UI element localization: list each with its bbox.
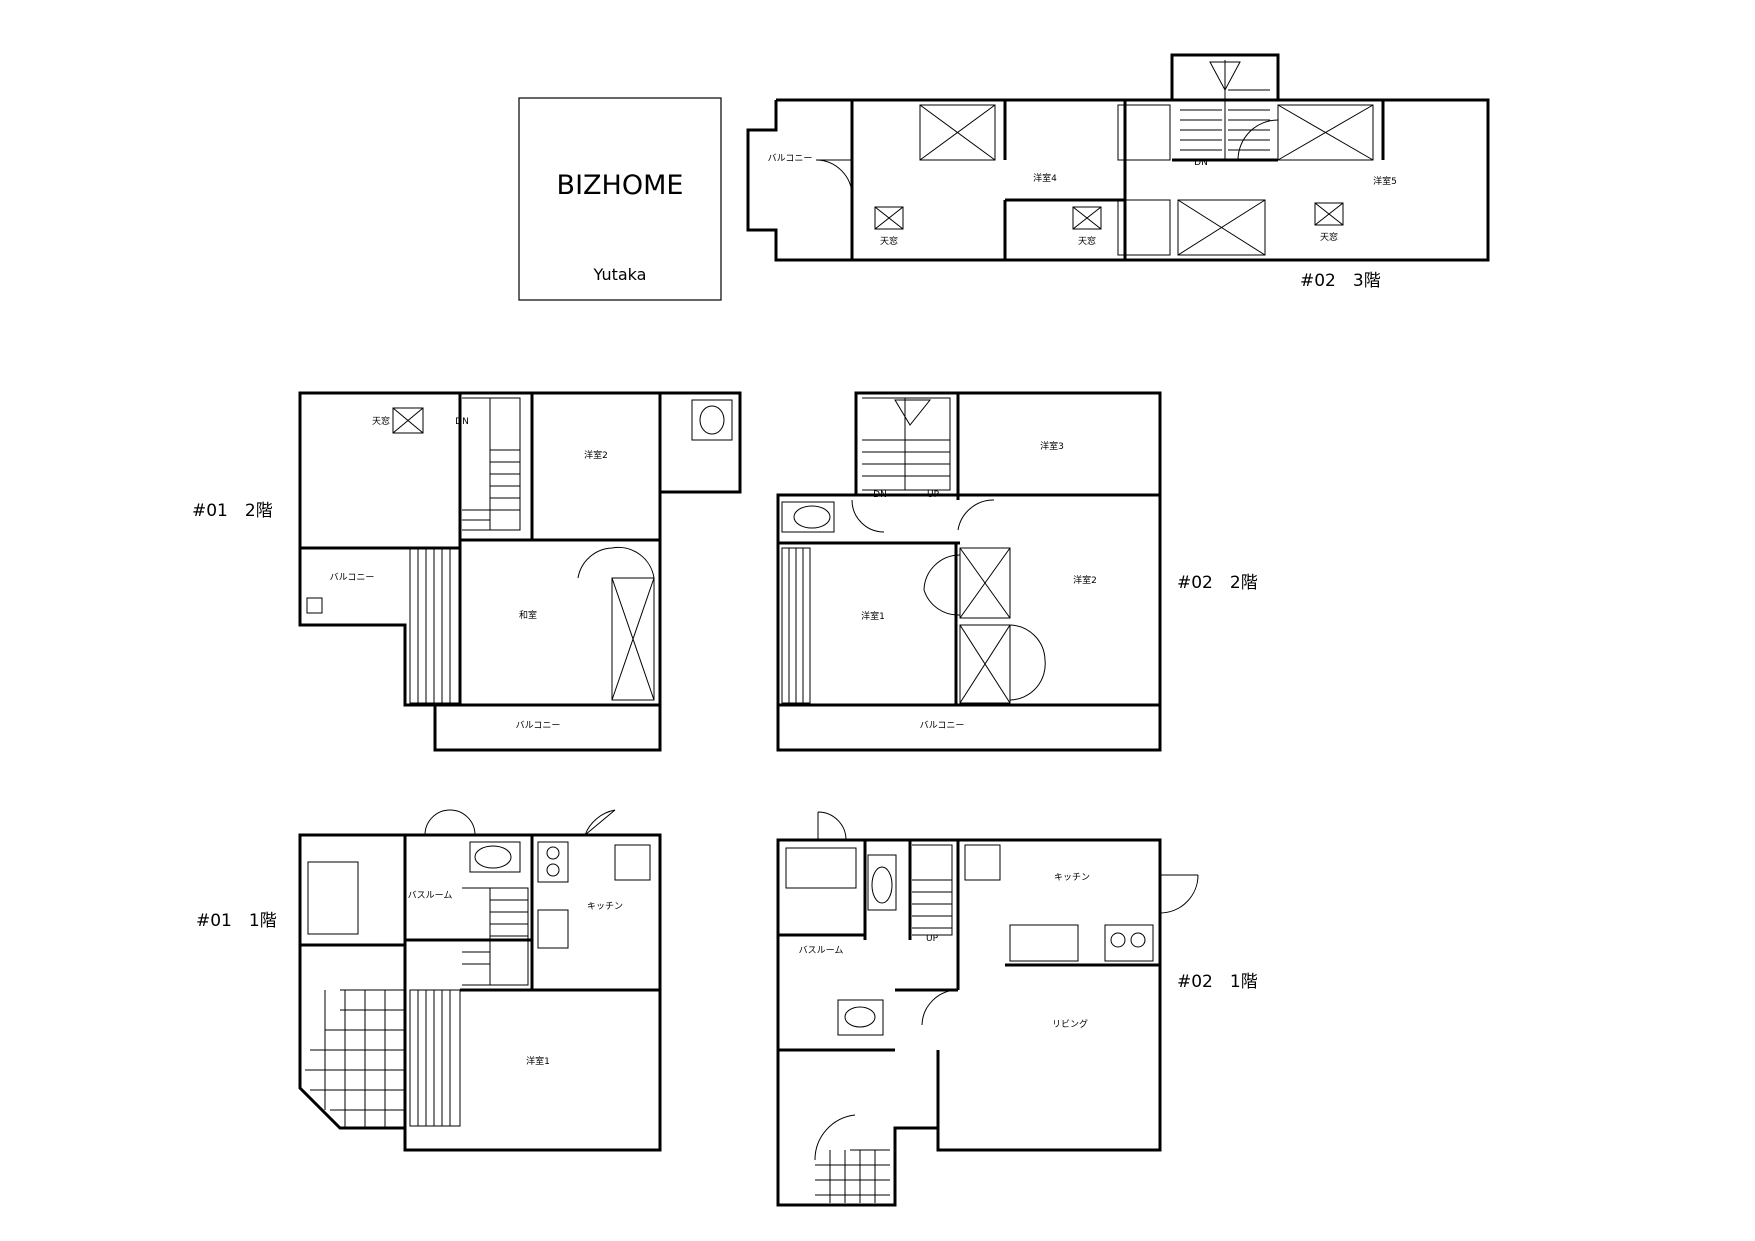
basin: [699, 405, 725, 435]
plan-01-1f: バスルーム キッチン 洋室1 #01 1階: [196, 809, 662, 1152]
floor-label: #02 1階: [1177, 972, 1258, 992]
stairs: [1180, 60, 1270, 160]
toilet: [781, 501, 835, 533]
burner: [546, 846, 560, 860]
sink: [537, 909, 569, 949]
room-label: 洋室2: [584, 449, 608, 461]
room-label: 和室: [519, 609, 537, 621]
room-label: バスルーム: [408, 890, 453, 901]
gas-stove: [537, 841, 569, 883]
balcony-wall: [746, 100, 852, 262]
closet: [923, 547, 1046, 704]
brand-text: BIZHOME: [557, 170, 684, 201]
room-label: 天窓: [880, 235, 898, 247]
sink: [691, 399, 733, 441]
door: [814, 811, 1199, 1161]
title-block-frame: [518, 97, 722, 301]
stairs: [912, 844, 953, 936]
floor-label: #02 3階: [1300, 271, 1381, 291]
room-label: リビング: [1052, 1018, 1088, 1030]
room-label: 天窓: [372, 415, 390, 427]
gas-stove: [1104, 924, 1154, 962]
stairs: [862, 397, 951, 491]
room-label: バルコニー: [920, 720, 965, 731]
toilet: [867, 854, 897, 911]
bathtub: [785, 847, 857, 889]
room-label: 洋室2: [1073, 574, 1097, 586]
room-label: 洋室1: [861, 610, 885, 622]
room-label: キッチン: [587, 901, 623, 912]
bathtub: [307, 861, 359, 935]
tile-grid: [815, 1149, 890, 1203]
skylight: [392, 407, 424, 434]
room-label: バスルーム: [799, 945, 844, 956]
room-label: 天窓: [1078, 235, 1096, 247]
toilet-bowl: [871, 866, 893, 904]
room-label: DN: [1194, 158, 1208, 168]
plan-02-2f: 洋室3 DN UP 洋室1 洋室2 バルコニー #02 2階: [776, 391, 1258, 752]
author-text: Yutaka: [593, 265, 647, 284]
closet: [577, 546, 655, 701]
drain: [306, 597, 323, 614]
title-block: BIZHOME Yutaka: [518, 97, 722, 301]
room-label: 洋室3: [1040, 440, 1064, 452]
burner: [1130, 932, 1146, 948]
stair-treads: [409, 547, 461, 704]
room-label: バルコニー: [516, 720, 561, 731]
door: [815, 119, 1279, 197]
door: [851, 499, 995, 533]
floor-label: #02 2階: [1177, 573, 1258, 593]
toilet-bowl: [474, 845, 512, 869]
door: [424, 809, 616, 836]
room-label: 洋室5: [1373, 175, 1397, 187]
outer-wall: [776, 391, 1162, 752]
room-label: DN: [873, 490, 887, 500]
tile-grid: [305, 989, 405, 1128]
floor-label: #01 2階: [192, 501, 273, 521]
outer-wall: [298, 833, 662, 1152]
fridge: [964, 844, 1001, 881]
floor-label: #01 1階: [196, 911, 277, 931]
fridge: [614, 844, 651, 881]
room-label: UP: [926, 934, 939, 944]
plan-02-1f: キッチン バスルーム UP リビング #02 1階: [776, 811, 1258, 1207]
toilet-bowl: [793, 505, 831, 529]
basin: [844, 1006, 876, 1028]
plan-02-3f: バルコニー 洋室4 洋室5 天窓 天窓 天窓 DN #02 3階: [746, 53, 1490, 291]
room-label: 天窓: [1320, 231, 1338, 243]
burner: [1110, 932, 1126, 948]
room-label: バルコニー: [330, 572, 375, 583]
room-label: DN: [455, 417, 469, 427]
room-label: バルコニー: [768, 153, 813, 164]
outer-wall: [298, 391, 742, 752]
sink: [837, 999, 884, 1036]
sink: [1009, 924, 1079, 962]
stair-treads: [409, 989, 461, 1127]
room-label: 洋室1: [526, 1055, 550, 1067]
room-label: キッチン: [1054, 872, 1090, 883]
closet: [919, 104, 1374, 256]
room-label: 洋室4: [1033, 172, 1057, 184]
room-label: UP: [927, 490, 940, 500]
plan-01-2f: 天窓 DN 洋室2 バルコニー 和室 バルコニー #01 2階: [192, 391, 742, 752]
outer-wall: [776, 838, 1162, 1207]
skylight: [874, 202, 1344, 230]
stair-treads: [781, 547, 811, 704]
stair-shaft-wall: [1170, 53, 1280, 100]
burner: [546, 863, 560, 877]
toilet: [469, 841, 521, 873]
stairs: [462, 397, 521, 531]
stairs: [462, 887, 529, 986]
